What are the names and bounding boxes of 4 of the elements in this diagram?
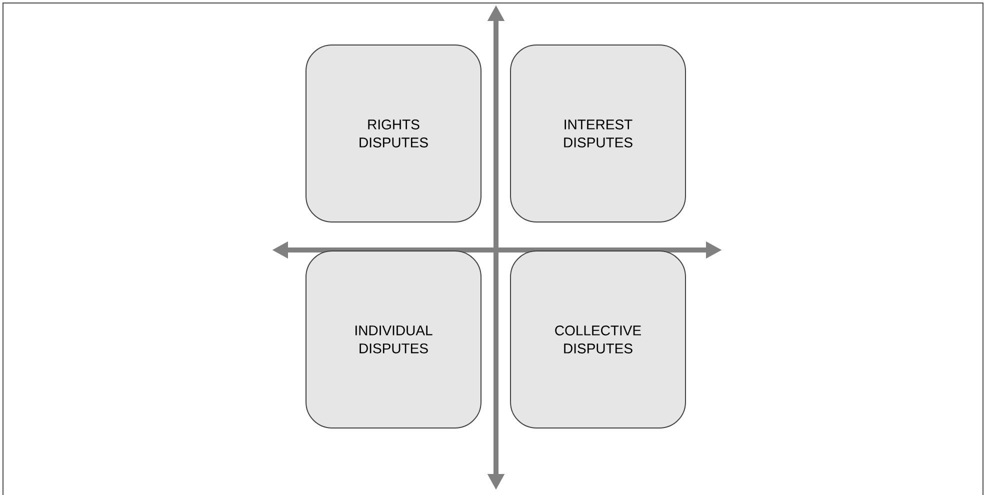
quadrant-box: RIGHTS DISPUTES (306, 44, 482, 222)
quadrant-box: INDIVIDUAL DISPUTES (306, 250, 482, 428)
quadrant-box: INTEREST DISPUTES (510, 44, 686, 222)
quadrant-box: COLLECTIVE DISPUTES (510, 250, 686, 428)
